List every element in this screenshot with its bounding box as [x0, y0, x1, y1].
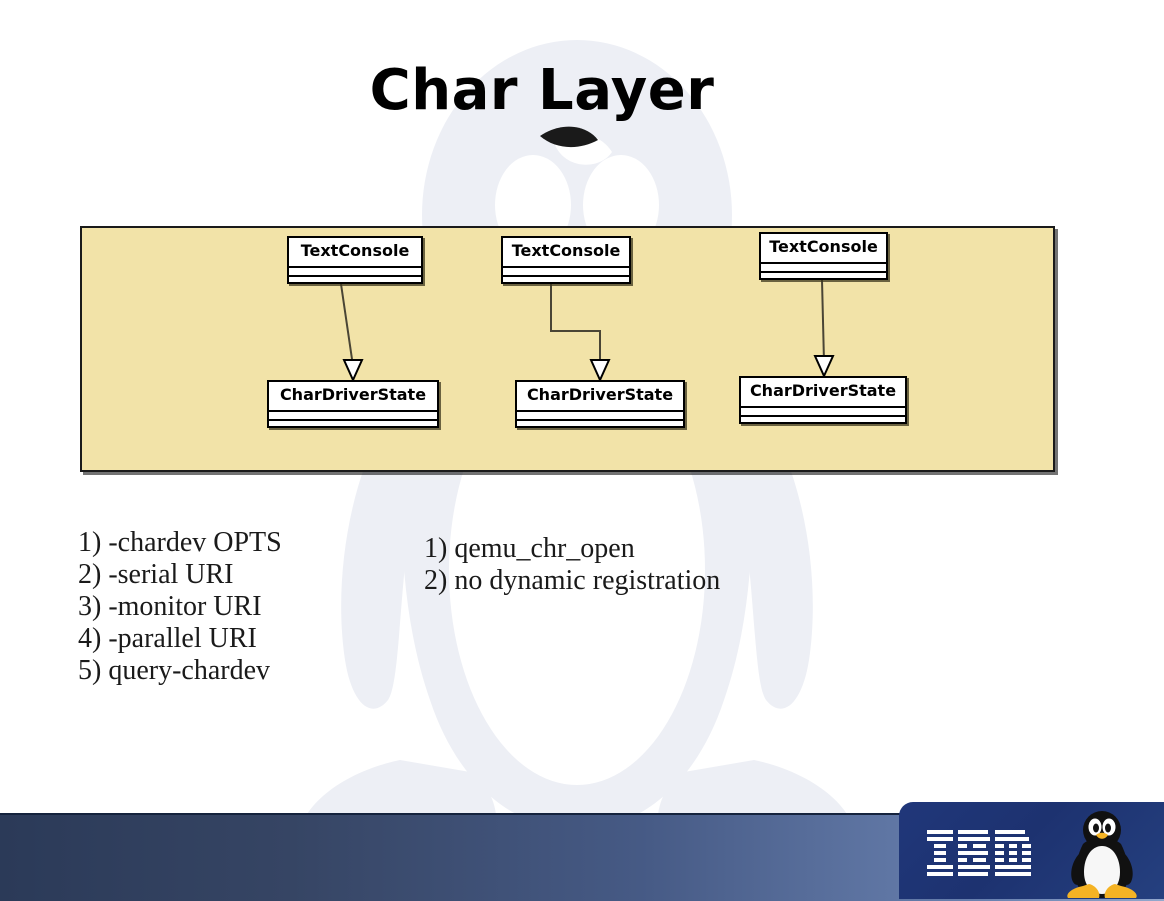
uml-attributes-compartment: [289, 268, 421, 277]
uml-box-textconsole-2[interactable]: TextConsole: [501, 236, 631, 284]
list-item: 5) query-chardev: [78, 655, 271, 686]
uml-box-title: CharDriverState: [517, 382, 683, 412]
uml-operations-compartment: [741, 417, 905, 424]
uml-operations-compartment: [289, 277, 421, 284]
uml-box-title: CharDriverState: [741, 378, 905, 408]
connector-col-3: [813, 279, 835, 379]
diagram-panel: TextConsole CharDriverState TextConsole …: [80, 226, 1055, 472]
uml-attributes-compartment: [269, 412, 437, 421]
list-item: 1) -chardev OPTS: [78, 527, 282, 558]
list-item: 2) no dynamic registration: [424, 565, 721, 596]
list-item: 1) qemu_chr_open: [424, 533, 635, 564]
uml-box-textconsole-1[interactable]: TextConsole: [287, 236, 423, 284]
ibm-badge: [899, 802, 1164, 899]
left-bullet-list: 1) -chardev OPTS 2) -serial URI 3) -moni…: [78, 527, 282, 687]
uml-box-chardriverstate-1[interactable]: CharDriverState: [267, 380, 439, 428]
uml-box-title: TextConsole: [761, 234, 886, 264]
uml-attributes-compartment: [503, 268, 629, 277]
slide-title: Char Layer: [369, 58, 715, 123]
list-item: 2) -serial URI: [78, 559, 234, 590]
uml-box-title: TextConsole: [503, 238, 629, 268]
uml-operations-compartment: [269, 421, 437, 428]
connector-col-1: [340, 283, 364, 383]
tux-penguin-icon: [1067, 811, 1137, 898]
list-item: 3) -monitor URI: [78, 591, 262, 622]
right-bullet-list: 1) qemu_chr_open 2) no dynamic registrat…: [424, 533, 720, 597]
uml-operations-compartment: [761, 273, 886, 280]
uml-box-title: TextConsole: [289, 238, 421, 268]
uml-attributes-compartment: [761, 264, 886, 273]
uml-attributes-compartment: [517, 412, 683, 421]
uml-box-title: CharDriverState: [269, 382, 437, 412]
list-item: 4) -parallel URI: [78, 623, 257, 654]
ibm-logo: [927, 830, 1031, 876]
uml-box-chardriverstate-3[interactable]: CharDriverState: [739, 376, 907, 424]
uml-box-chardriverstate-2[interactable]: CharDriverState: [515, 380, 685, 428]
uml-operations-compartment: [503, 277, 629, 284]
uml-box-textconsole-3[interactable]: TextConsole: [759, 232, 888, 280]
connector-col-2: [550, 284, 611, 383]
uml-attributes-compartment: [741, 408, 905, 417]
uml-operations-compartment: [517, 421, 683, 428]
